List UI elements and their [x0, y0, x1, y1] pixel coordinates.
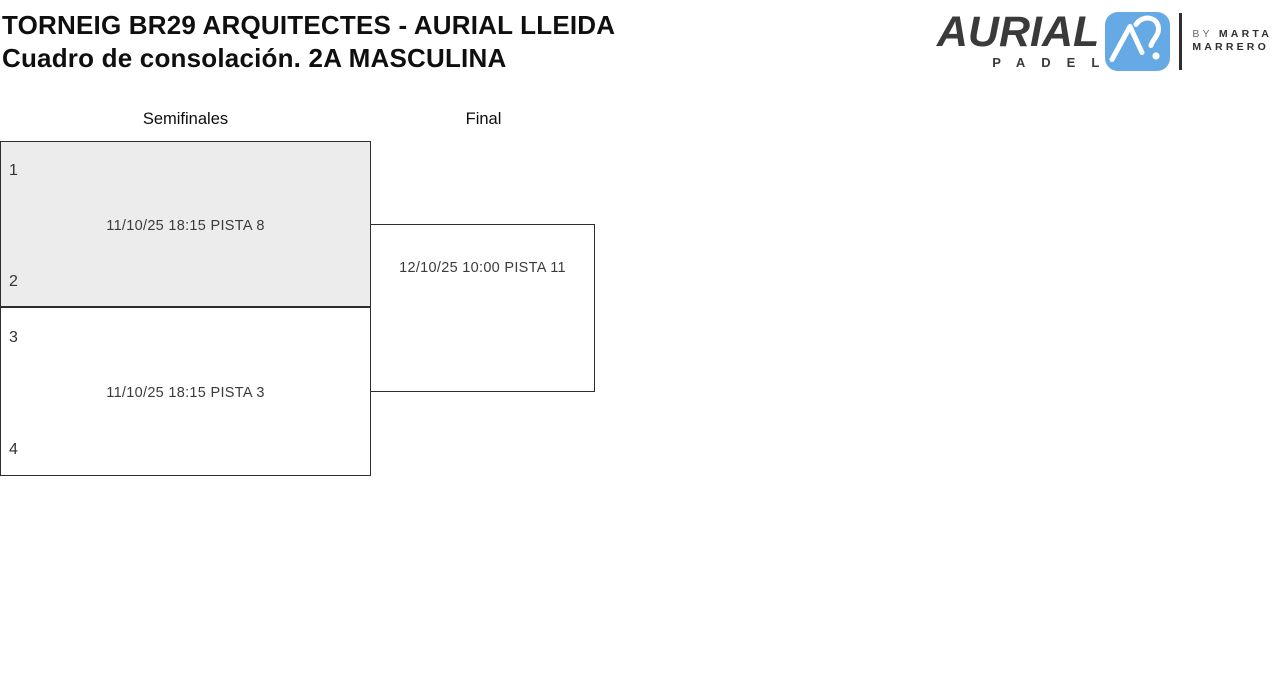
match-schedule: 12/10/25 10:00 PISTA 11	[399, 260, 566, 276]
match-final[interactable]: 12/10/25 10:00 PISTA 11	[370, 224, 595, 392]
logo-by-word: BY	[1192, 27, 1213, 40]
seed-number: 2	[9, 273, 18, 290]
match-semifinal-1[interactable]: 1 11/10/25 18:15 PISTA 8 2	[0, 141, 371, 307]
logo-wordmark: AURIAL PADEL	[936, 8, 1100, 71]
a-questionmark-glyph	[1109, 15, 1162, 62]
match-semifinal-2[interactable]: 3 11/10/25 18:15 PISTA 3 4	[0, 307, 371, 476]
page-header: TORNEIG BR29 ARQUITECTES - AURIAL LLEIDA…	[2, 9, 615, 75]
page-title: TORNEIG BR29 ARQUITECTES - AURIAL LLEIDA	[2, 10, 616, 40]
logo-by-name-1: MARTA	[1218, 27, 1272, 40]
aurial-monogram-icon	[1105, 11, 1171, 71]
seed-number: 1	[9, 162, 18, 179]
logo-byline-2: MARRERO	[1192, 41, 1269, 53]
page-subtitle: Cuadro de consolación. 2A MASCULINA	[2, 43, 507, 73]
match-schedule: 11/10/25 18:15 PISTA 3	[106, 385, 265, 401]
logo-byline: BY MARTA MARRERO	[1192, 28, 1272, 55]
logo-divider	[1179, 12, 1183, 70]
logo-brand-text: AURIAL	[936, 8, 1100, 56]
round-header-final: Final	[465, 110, 502, 128]
logo-sub-text: PADEL	[992, 55, 1116, 70]
seed-number: 4	[9, 441, 18, 458]
seed-number: 3	[9, 329, 18, 346]
aurial-logo: AURIAL PADEL BY MARTA MARRERO	[937, 9, 1272, 73]
logo-byline-1: BY MARTA	[1192, 28, 1272, 42]
match-schedule: 11/10/25 18:15 PISTA 8	[106, 218, 265, 234]
round-header-semifinales: Semifinales	[142, 110, 229, 128]
